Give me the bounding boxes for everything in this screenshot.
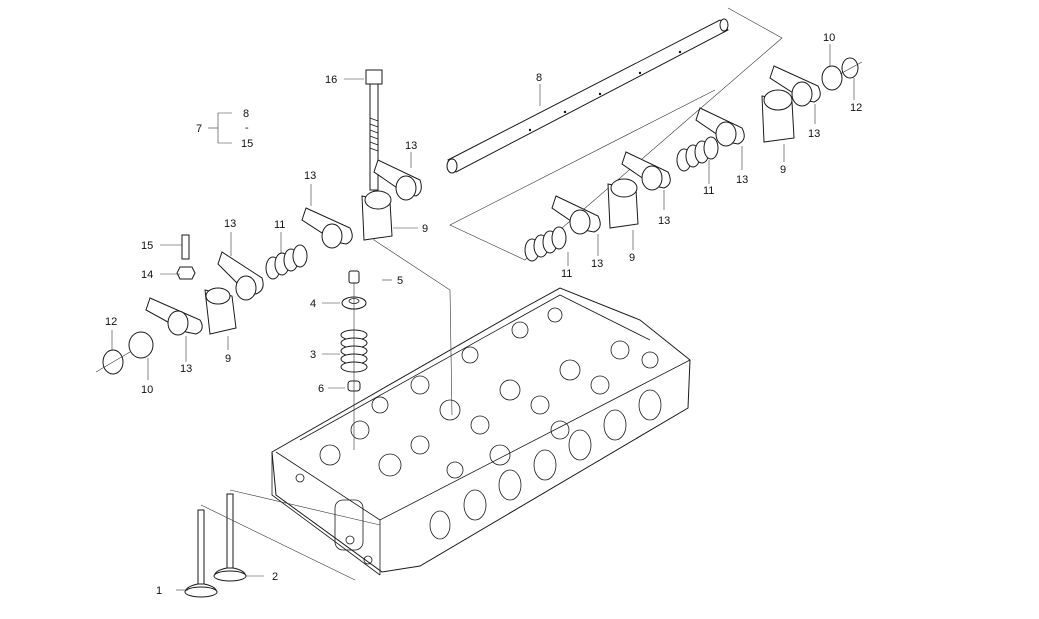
head-side-ports	[429, 389, 662, 540]
shaft-outline-frame	[449, 7, 783, 261]
callout-4: 4	[310, 298, 316, 310]
callout-13-right-c: 13	[658, 215, 670, 227]
callout-9-right-b: 9	[629, 252, 635, 264]
callout-13-right-b: 13	[736, 174, 748, 186]
callout-3: 3	[310, 349, 316, 361]
callout-11-right-b: 11	[561, 268, 572, 280]
callout-13-right-d: 13	[591, 258, 603, 270]
right-rocker-group	[524, 57, 863, 262]
callout-7-kit: 7	[196, 123, 202, 135]
cylinder-head	[271, 287, 691, 576]
callout-11-left: 11	[274, 219, 285, 231]
rocker-shaft-8	[446, 18, 729, 174]
callout-10-left: 10	[141, 384, 153, 396]
callout-13-left-c: 13	[405, 140, 417, 152]
callout-kit-dash: -	[245, 122, 249, 134]
callout-9-right-a: 9	[780, 164, 786, 176]
callout-14-left: 14	[141, 269, 153, 281]
left-rocker-group	[95, 159, 422, 375]
head-port-holes	[319, 307, 659, 479]
callout-2: 2	[272, 571, 278, 583]
callout-13-left-b: 13	[304, 170, 316, 182]
valve-2	[213, 493, 247, 582]
callout-12-left: 12	[105, 316, 117, 328]
callout-6: 6	[318, 383, 324, 395]
callout-13-right-a: 13	[808, 128, 820, 140]
spring-retainer-key-5	[348, 270, 360, 284]
callout-11-right-a: 11	[703, 185, 714, 197]
callout-labels: 1 2 3 4 5 6 8 16 7 8 - 15 15 14 13 11 13…	[105, 32, 862, 597]
lock-nut-14	[176, 266, 196, 280]
callout-kit-8: 8	[243, 108, 249, 120]
callout-13-left-a: 13	[224, 218, 236, 230]
callout-16: 16	[325, 74, 337, 86]
valve-1	[184, 509, 218, 598]
callout-12-right: 12	[850, 102, 862, 114]
callout-1: 1	[156, 585, 162, 597]
callout-8-shaft: 8	[536, 72, 542, 84]
washer-10-right	[821, 65, 843, 91]
callout-kit-15: 15	[241, 138, 253, 150]
bolt-16	[365, 69, 453, 416]
callout-5: 5	[397, 275, 403, 287]
valve-spring-3	[340, 329, 368, 373]
valve-leader-lines	[200, 489, 381, 581]
leader-lines	[111, 44, 855, 591]
callout-10-right: 10	[823, 32, 835, 44]
callout-9-left-a: 9	[422, 223, 428, 235]
head-end-face	[295, 473, 373, 565]
callout-15-left: 15	[141, 240, 153, 252]
callout-9-left-b: 9	[225, 353, 231, 365]
circlip-12-right	[841, 57, 859, 79]
washer-10-left	[128, 331, 154, 359]
callout-13-left-d: 13	[180, 363, 192, 375]
adjusting-screw-15	[181, 234, 190, 260]
